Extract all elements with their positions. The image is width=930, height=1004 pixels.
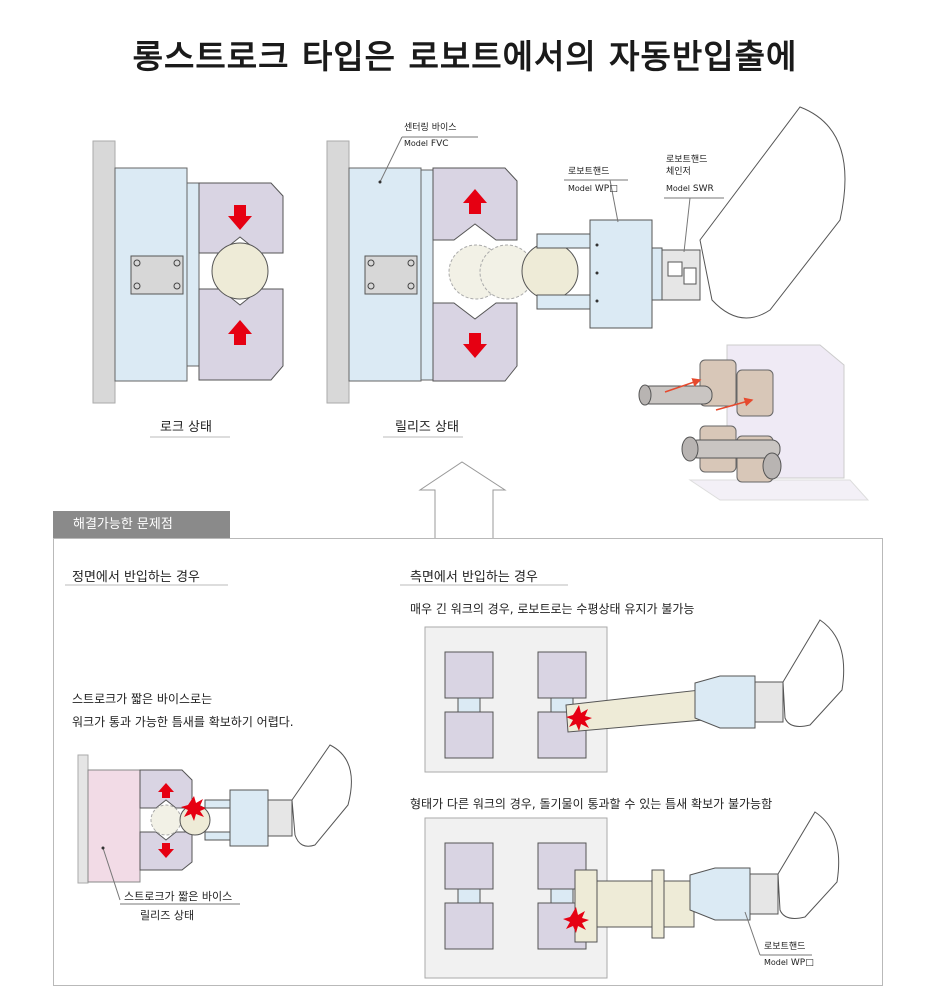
changer-label-2: 체인저 (666, 167, 691, 177)
collision-burst-icon (181, 796, 207, 821)
hand-model-bottom: Model WP□ (764, 957, 814, 969)
up-arrow-icon (158, 783, 174, 798)
page-title: 롱스트로크 타입은 로보트에서의 자동반입출에 (132, 37, 798, 76)
model-prefix: Model (568, 184, 593, 193)
release-state-label: 릴리즈 상태 (395, 420, 459, 435)
vise-model-code: FVC (430, 139, 449, 149)
side-note-1: 매우 긴 워크의 경우, 로보트로는 수평상태 유지가 불가능 (410, 602, 695, 616)
lock-state-label: 로크 상태 (160, 420, 212, 435)
up-arrow-icon (463, 189, 487, 214)
collision-burst-icon (563, 907, 589, 933)
hand-label: 로보트핸드 (568, 167, 610, 177)
robot-hand-illustration (536, 106, 846, 329)
problems-tab: 해결가능한 문제점 (53, 511, 230, 538)
down-arrow-icon (158, 843, 174, 858)
down-arrow-icon (463, 333, 487, 358)
hand-label-bottom: 로보트핸드 (764, 942, 806, 952)
front-note-line-1: 스트로크가 짧은 바이스로는 (72, 692, 213, 706)
model-prefix: Model (764, 958, 789, 967)
model-prefix: Model (666, 184, 691, 193)
side-loading-heading: 측면에서 반입하는 경우 (410, 570, 538, 585)
long-work-illustration (424, 619, 845, 773)
short-vise-label-1: 스트로크가 짧은 바이스 (124, 890, 233, 903)
vise-name: 센터링 바이스 (404, 123, 457, 133)
problems-panel (53, 538, 883, 986)
short-stroke-vise-illustration (77, 744, 352, 884)
hollow-up-arrow-icon (418, 461, 507, 538)
3d-vise-illustration (638, 344, 870, 501)
short-vise-label-2: 릴리즈 상태 (140, 909, 195, 922)
hand-model-code: WP□ (790, 958, 814, 968)
model-prefix: Model (404, 139, 429, 148)
up-arrow-icon (228, 320, 252, 345)
changer-label-1: 로보트핸드 (666, 155, 708, 165)
vise-label: 센터링 바이스 (404, 122, 457, 134)
hand-model-code: WP□ (594, 184, 618, 194)
changer-model-code: SWR (692, 184, 714, 194)
release-state-illustration (326, 140, 579, 404)
side-note-2: 형태가 다른 워크의 경우, 돌기물이 통과할 수 있는 틈새 확보가 불가능함 (410, 797, 773, 811)
hand-model: Model WP□ (568, 183, 618, 195)
collision-burst-icon (566, 705, 592, 731)
changer-model: Model SWR (666, 183, 714, 195)
front-loading-heading: 정면에서 반입하는 경우 (72, 570, 200, 585)
lock-state-illustration (92, 140, 284, 404)
irregular-work-illustration (424, 811, 840, 979)
vise-model: Model FVC (404, 138, 449, 150)
down-arrow-icon (228, 205, 252, 230)
front-note-line-2: 워크가 통과 가능한 틈새를 확보하기 어렵다. (72, 715, 294, 729)
